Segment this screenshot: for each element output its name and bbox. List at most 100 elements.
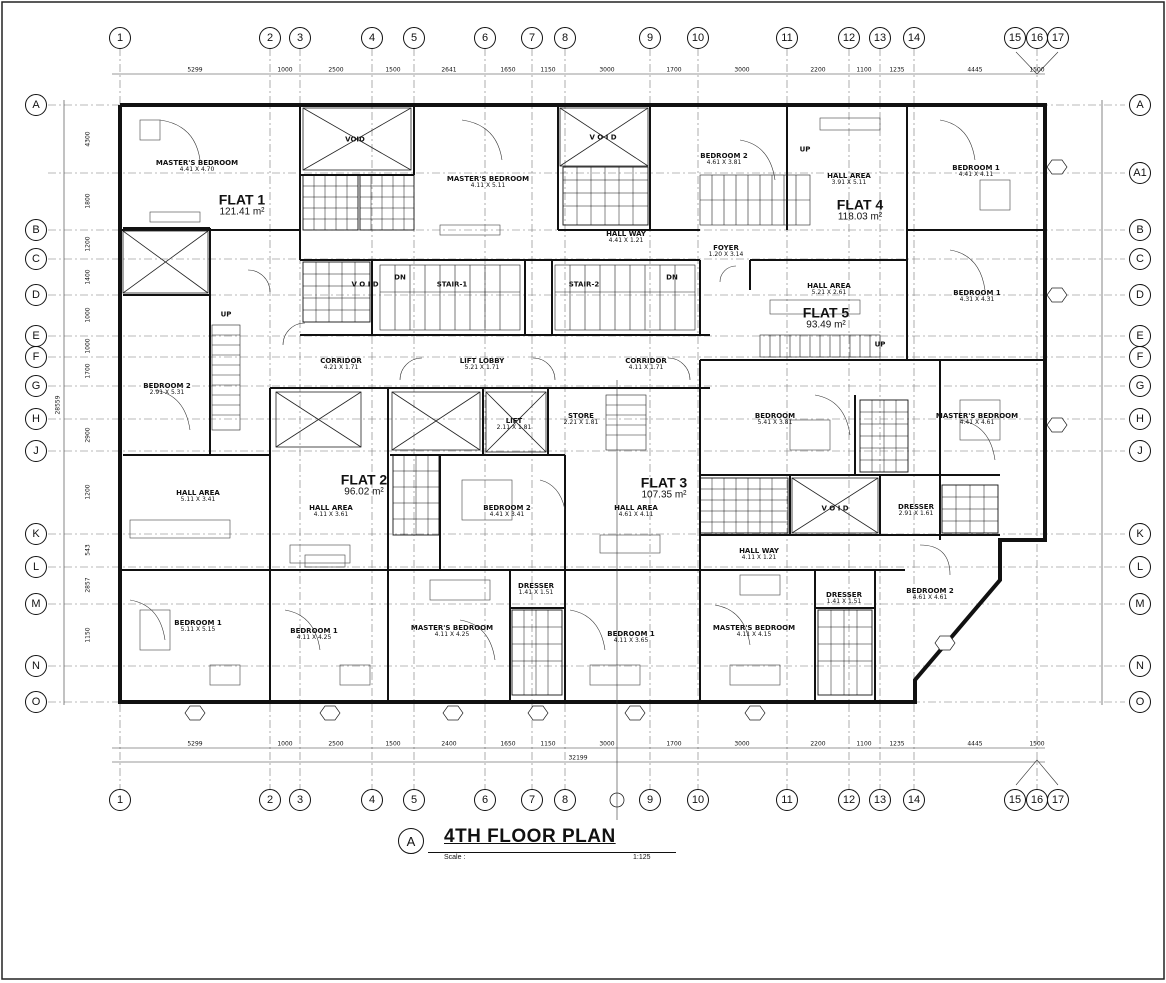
room-label: VOID: [345, 136, 365, 143]
grid-column-bubble: 2: [259, 789, 281, 811]
room-name: MASTER'S BEDROOM: [446, 175, 530, 184]
left-dimension: 1200: [84, 484, 92, 500]
bottom-dimension: 1150: [540, 740, 556, 748]
bottom-dimension: 1000: [277, 740, 293, 748]
grid-column-bubble: 8: [554, 27, 576, 49]
grid-column-bubble: 9: [639, 789, 661, 811]
room-size: 4.41 X 4.61: [959, 419, 995, 427]
grid-column-bubble: 1: [109, 27, 131, 49]
grid-column-bubble: 16: [1026, 27, 1048, 49]
top-dimension: 1000: [277, 66, 293, 74]
toilet-tiles: [302, 166, 999, 696]
grid-row-bubble: D: [1129, 284, 1151, 306]
stair-dn-label: DN: [666, 273, 678, 282]
grid-column-bubble: 13: [869, 789, 891, 811]
room-size: 2.91 X 5.31: [149, 389, 185, 397]
top-dimension: 1235: [889, 66, 905, 74]
grid-column-bubble: 16: [1026, 789, 1048, 811]
room-name: HALL AREA: [614, 504, 658, 513]
left-dimension: 1400: [84, 269, 92, 285]
room-name: STAIR-1: [436, 280, 468, 289]
room-size: 4.11 X 5.11: [470, 182, 506, 190]
bottom-dimension: 4445: [967, 740, 983, 748]
room-name: MASTER'S BEDROOM: [155, 159, 239, 168]
room-size: 1.20 X 3.14: [708, 251, 744, 259]
room-size: 4.41 X 4.70: [179, 166, 215, 174]
room-name: BEDROOM: [754, 412, 796, 421]
room-name: HALL AREA: [807, 282, 851, 291]
grid-column-bubble: 3: [289, 27, 311, 49]
grid-column-bubble: 11: [776, 789, 798, 811]
window-tags: [184, 159, 1068, 721]
room-name: HALL AREA: [309, 504, 353, 513]
top-dimension: 2500: [328, 66, 344, 74]
bottom-dimension: 2500: [328, 740, 344, 748]
room-name: HALL WAY: [739, 547, 779, 556]
top-dimension: 3000: [734, 66, 750, 74]
room-name: LIFT LOBBY: [459, 357, 505, 366]
room-size: 4.11 X 1.21: [741, 554, 777, 562]
grid-row-bubble: G: [25, 375, 47, 397]
grid-row-bubble: K: [1129, 523, 1151, 545]
left-dimension: 1700: [84, 363, 92, 379]
grid-column-bubble: 10: [687, 789, 709, 811]
top-dimension: 3000: [599, 66, 615, 74]
grid-column-bubble: 17: [1047, 27, 1069, 49]
grid-column-bubble: 8: [554, 789, 576, 811]
top-dimension: 1700: [666, 66, 682, 74]
room-size: 5.11 X 3.41: [180, 496, 216, 504]
room-size: 3.91 X 5.11: [831, 179, 867, 187]
grid-column-bubble: 14: [903, 27, 925, 49]
room-name: MASTER'S BEDROOM: [935, 412, 1019, 421]
left-dimension: 1000: [84, 338, 92, 354]
top-dimension: 1500: [1029, 66, 1045, 74]
bottom-dimension: 1500: [385, 740, 401, 748]
room-size: 5.11 X 5.15: [180, 626, 216, 634]
room-name: STAIR-2: [568, 280, 600, 289]
void-shafts: [122, 107, 879, 534]
room-size: 4.21 X 1.71: [323, 364, 359, 372]
grid-column-bubble: 5: [403, 789, 425, 811]
room-name: CORRIDOR: [320, 357, 362, 366]
room-name: STORE: [568, 412, 594, 421]
room-size: 4.41 X 4.11: [958, 171, 994, 179]
grid-column-bubble: 7: [521, 27, 543, 49]
room-name: BEDROOM 1: [607, 630, 655, 639]
room-size: 4.41 X 1.21: [608, 237, 644, 245]
room-size: 1.41 X 1.51: [826, 598, 862, 606]
room-label: V O I D: [821, 505, 848, 512]
drawing-title: 4TH FLOOR PLAN: [444, 826, 616, 847]
grid-column-bubble: 15: [1004, 27, 1026, 49]
grid-row-bubble: A: [25, 94, 47, 116]
grid-column-bubble: 10: [687, 27, 709, 49]
room-name: MASTER'S BEDROOM: [410, 624, 494, 633]
room-size: 4.41 X 3.41: [489, 511, 525, 519]
grid-row-bubble: L: [1129, 556, 1151, 578]
grid-column-bubble: 4: [361, 789, 383, 811]
grid-row-bubble: F: [25, 346, 47, 368]
grid-column-bubble: 9: [639, 27, 661, 49]
bottom-dimension: 3000: [734, 740, 750, 748]
top-dimension: 1100: [856, 66, 872, 74]
room-name: BEDROOM 2: [906, 587, 954, 596]
title-block: A 4TH FLOOR PLAN Scale : 1:125: [398, 822, 688, 872]
room-size: 4.11 X 3.61: [313, 511, 349, 519]
